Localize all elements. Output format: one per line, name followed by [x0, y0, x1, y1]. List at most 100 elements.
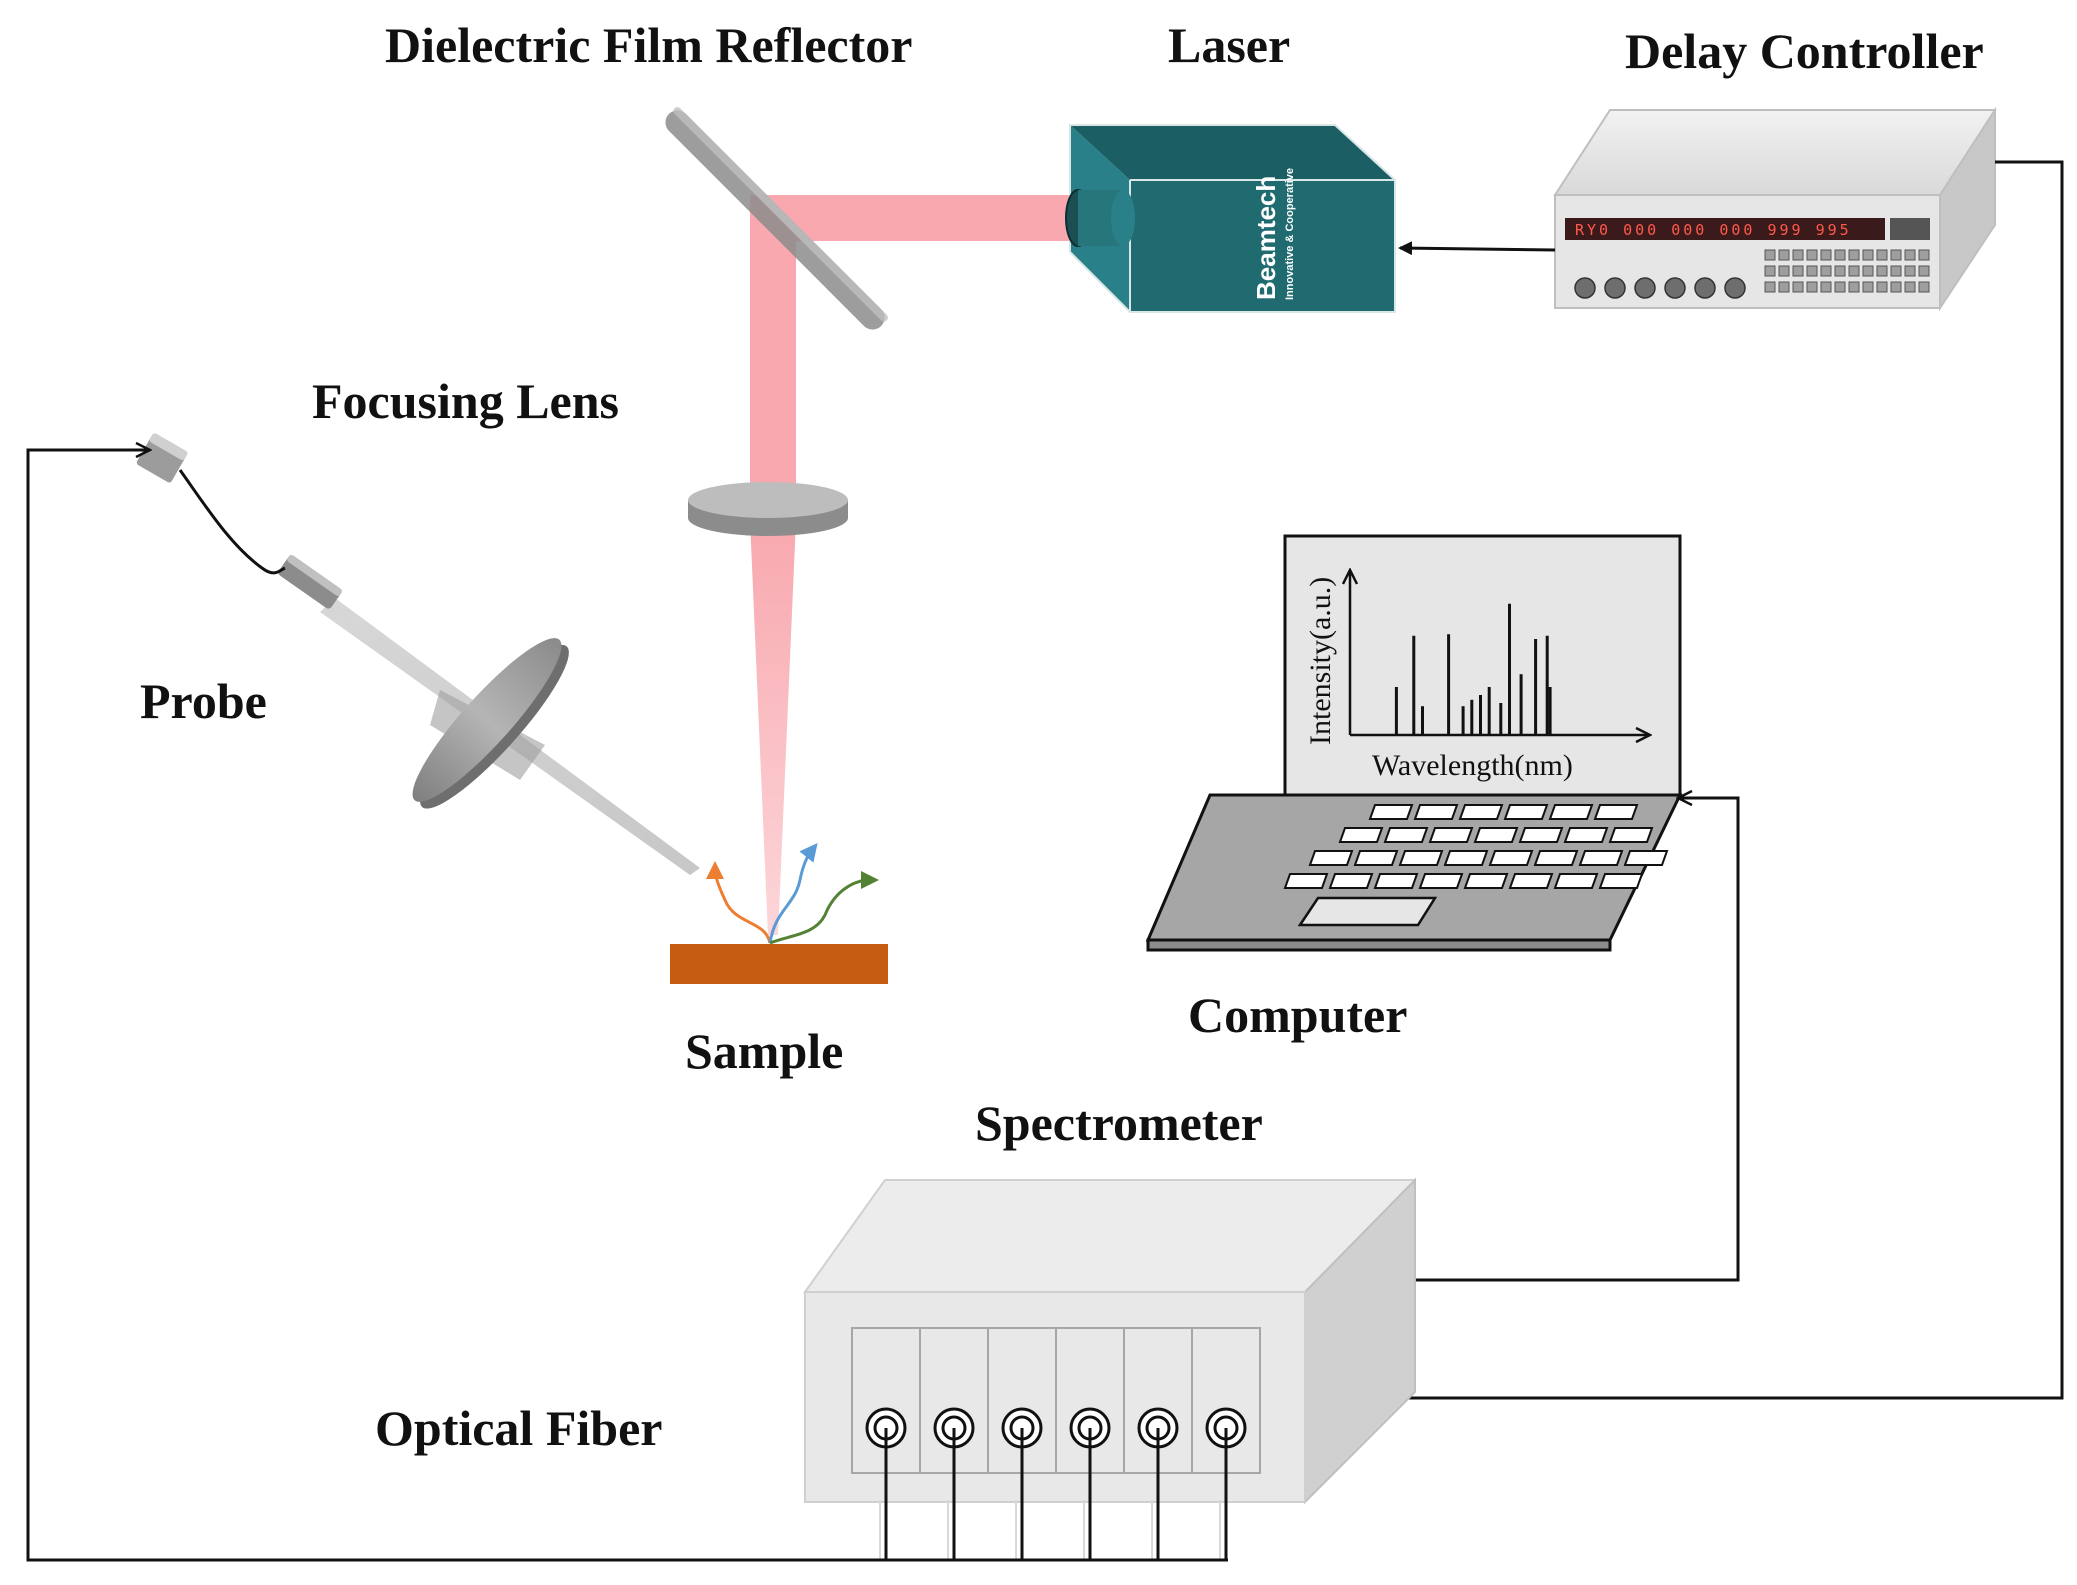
label-laser: Laser	[1168, 17, 1290, 73]
delay-knob	[1604, 277, 1626, 299]
delay-button	[1834, 281, 1846, 293]
svg-text:Innovative & Cooperative: Innovative & Cooperative	[1284, 168, 1296, 300]
delay-button	[1806, 265, 1818, 277]
label-computer: Computer	[1188, 987, 1407, 1043]
delay-button	[1918, 265, 1930, 277]
keyboard-key	[1443, 850, 1489, 866]
delay-button	[1876, 281, 1888, 293]
label-delay-controller: Delay Controller	[1625, 23, 1984, 79]
delay-button	[1890, 265, 1902, 277]
screen-xlabel: Wavelength(nm)	[1372, 749, 1573, 782]
label-sample: Sample	[685, 1023, 843, 1079]
delay-button	[1848, 281, 1860, 293]
screen-ylabel: Intensity(a.u.)	[1304, 577, 1337, 745]
delay-button	[1806, 281, 1818, 293]
svg-text:Beamtech: Beamtech	[1251, 176, 1281, 300]
delay-to-spectrometer-line	[1308, 160, 2064, 1398]
keyboard-key	[1308, 850, 1354, 866]
delay-button	[1820, 265, 1832, 277]
delay-controller-buttons	[1764, 249, 1930, 293]
delay-button	[1834, 265, 1846, 277]
keyboard-key	[1328, 873, 1374, 889]
keyboard-key	[1563, 827, 1609, 843]
delay-button	[1848, 249, 1860, 261]
laptop: Intensity(a.u.) Wavelength(nm)	[1145, 534, 1683, 952]
keyboard-key	[1548, 804, 1594, 820]
delay-knob	[1634, 277, 1656, 299]
delay-button	[1792, 281, 1804, 293]
probe	[278, 554, 342, 609]
delay-button	[1862, 265, 1874, 277]
keyboard-key	[1473, 827, 1519, 843]
keyboard-key	[1578, 850, 1624, 866]
keyboard-key	[1338, 827, 1384, 843]
delay-button	[1778, 249, 1790, 261]
keyboard-key	[1428, 827, 1474, 843]
keyboard-key	[1623, 850, 1669, 866]
delay-controller-knobs	[1574, 277, 1746, 299]
keyboard-key	[1533, 850, 1579, 866]
delay-button	[1918, 281, 1930, 293]
delay-button	[1862, 249, 1874, 261]
laser-head: Beamtech Innovative & Cooperative	[1065, 124, 1396, 313]
laptop-keyboard	[1283, 804, 1669, 889]
sample	[670, 944, 888, 984]
delay-button	[1918, 249, 1930, 261]
delay-button	[1806, 249, 1818, 261]
keyboard-key	[1383, 827, 1429, 843]
screen-spectrum-plot: Intensity(a.u.) Wavelength(nm)	[1304, 570, 1650, 782]
delay-button	[1848, 265, 1860, 277]
keyboard-key	[1373, 873, 1419, 889]
keyboard-key	[1368, 804, 1414, 820]
delay-knob	[1694, 277, 1716, 299]
delay-to-laser-arrow	[1398, 241, 1556, 256]
delay-display	[1565, 218, 1885, 240]
delay-button	[1862, 281, 1874, 293]
dielectric-mirror	[665, 107, 888, 330]
delay-button	[1792, 265, 1804, 277]
laser-beam	[750, 195, 1080, 935]
keyboard-key	[1518, 827, 1564, 843]
delay-button	[1820, 281, 1832, 293]
plasma-emission	[706, 842, 879, 945]
delay-button	[1890, 281, 1902, 293]
delay-button	[1778, 281, 1790, 293]
delay-button	[1764, 249, 1776, 261]
focusing-lens	[688, 482, 848, 536]
keyboard-key	[1608, 827, 1654, 843]
delay-button	[1820, 249, 1832, 261]
label-probe: Probe	[140, 673, 267, 729]
delay-button	[1904, 249, 1916, 261]
delay-button	[1904, 281, 1916, 293]
delay-button	[1904, 265, 1916, 277]
delay-button	[1792, 249, 1804, 261]
collection-lens	[412, 638, 569, 809]
keyboard-key	[1398, 850, 1444, 866]
spectrum-peaks	[1394, 603, 1552, 735]
delay-knob	[1664, 277, 1686, 299]
keyboard-key	[1458, 804, 1504, 820]
label-dielectric-film-reflector: Dielectric Film Reflector	[385, 17, 912, 73]
label-focusing-lens: Focusing Lens	[312, 373, 619, 429]
delay-button	[1834, 249, 1846, 261]
delay-knob	[1724, 277, 1746, 299]
keyboard-key	[1488, 850, 1534, 866]
delay-button	[1764, 281, 1776, 293]
spectrometer	[803, 1177, 1416, 1505]
keyboard-key	[1553, 873, 1599, 889]
laser-brand-logo: Beamtech Innovative & Cooperative	[1251, 168, 1296, 300]
optical-fiber-bundle	[879, 1428, 1228, 1560]
delay-display-text: RY0 000 000 000 999 995	[1575, 221, 1852, 239]
keyboard-key	[1353, 850, 1399, 866]
delay-button	[1764, 265, 1776, 277]
delay-button	[1890, 249, 1902, 261]
keyboard-key	[1503, 804, 1549, 820]
delay-controller: RY0 000 000 000 999 995	[1553, 106, 1997, 312]
delay-button	[1778, 265, 1790, 277]
laptop-touchpad	[1297, 896, 1438, 927]
delay-knob	[1574, 277, 1596, 299]
fiber-collimator	[136, 433, 188, 483]
label-spectrometer: Spectrometer	[975, 1095, 1263, 1151]
delay-button	[1876, 249, 1888, 261]
